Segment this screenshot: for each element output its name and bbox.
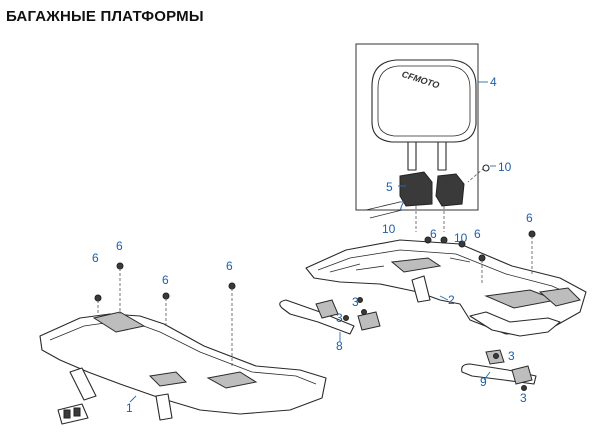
backrest-post-right — [437, 141, 447, 171]
callout-6-front-b: 6 — [116, 239, 123, 253]
bolt-10-top — [482, 164, 490, 172]
callout-3-c: 3 — [508, 349, 515, 363]
callout-10-right: 10 — [454, 231, 468, 245]
callout-6-rack-b: 6 — [526, 211, 533, 225]
callout-6-rack-a: 6 — [474, 227, 481, 241]
step-bar-tube — [279, 299, 355, 335]
callout-6-bracket: 6 — [430, 227, 437, 241]
callout-10-left: 10 — [382, 222, 396, 236]
backrest-post-left — [407, 141, 417, 171]
callout-6-front-c: 6 — [162, 273, 169, 287]
callout-7: 7 — [398, 199, 405, 213]
backrest-frame-box — [355, 43, 479, 211]
backrest-bracket-right — [435, 173, 465, 207]
callout-3-b: 3 — [336, 311, 343, 325]
backrest-assembly: CFMOTO — [355, 43, 490, 232]
front-rack — [39, 262, 327, 425]
callout-5: 5 — [386, 180, 393, 194]
callout-9: 9 — [480, 375, 487, 389]
rear-rack-leg — [411, 275, 431, 303]
backrest-bracket-left — [399, 171, 433, 207]
front-rack-platform — [39, 313, 327, 415]
callout-3-a: 3 — [352, 295, 359, 309]
callout-1: 1 — [126, 401, 133, 415]
rear-rack — [305, 230, 587, 337]
front-rack-leg-center — [155, 393, 173, 421]
callout-leads — [129, 81, 496, 403]
callout-6-front-a: 6 — [92, 251, 99, 265]
callout-4: 4 — [490, 75, 497, 89]
callout-3-d: 3 — [520, 391, 527, 405]
side-step-bar — [461, 349, 537, 391]
callout-10-top: 10 — [498, 160, 512, 174]
callout-6-front-d: 6 — [226, 259, 233, 273]
backrest-pad — [371, 59, 477, 143]
callout-8: 8 — [336, 339, 343, 353]
front-rack-mount — [57, 403, 89, 425]
rear-step-bar — [279, 297, 381, 335]
front-rack-leg-left — [69, 367, 97, 401]
page-title: БАГАЖНЫЕ ПЛАТФОРМЫ — [6, 8, 204, 25]
callout-2: 2 — [448, 293, 455, 307]
